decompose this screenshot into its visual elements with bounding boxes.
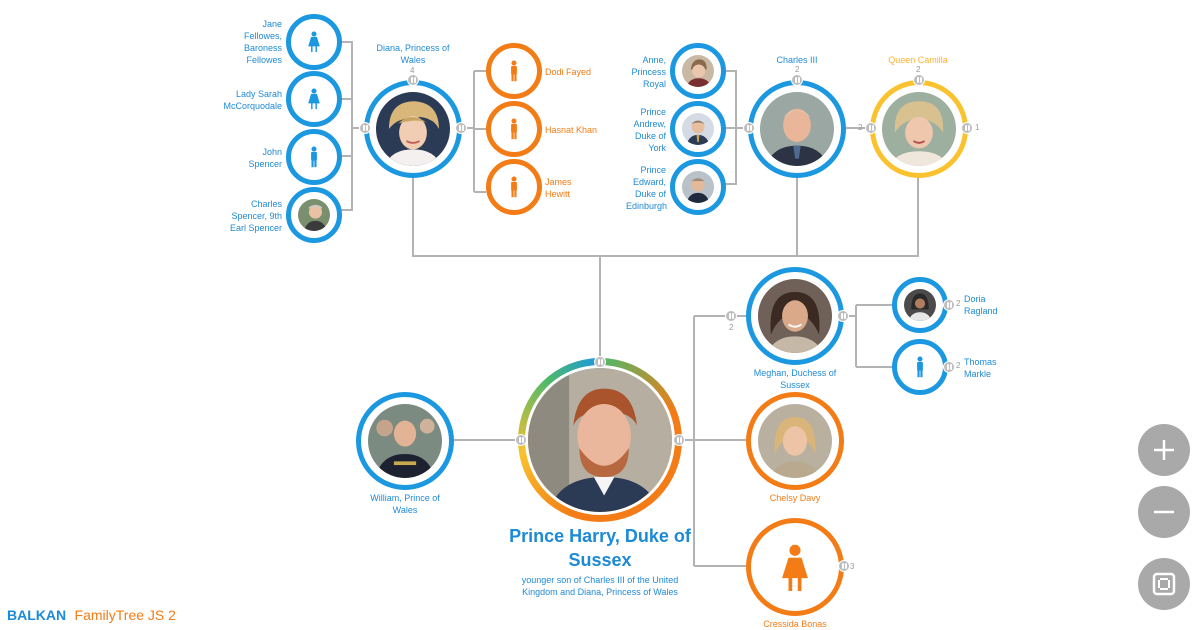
connector-pin[interactable]	[515, 434, 527, 446]
person-node-anne[interactable]	[670, 43, 726, 99]
person-name: Cressida Bonas	[763, 619, 827, 629]
main-person-name: Prince Harry, Duke of Sussex	[509, 526, 691, 570]
relation-count: 3	[850, 562, 855, 571]
connector-pin[interactable]	[725, 310, 737, 322]
person-node-charles[interactable]	[748, 80, 846, 178]
connector-pin[interactable]	[594, 356, 606, 368]
person-node-dodi[interactable]	[486, 43, 542, 99]
person-name: Prince Andrew, Duke of York	[633, 107, 666, 153]
person-node-andrew[interactable]	[670, 101, 726, 157]
person-name: Thomas Markle	[964, 357, 997, 379]
female-silhouette-icon	[308, 31, 320, 53]
connector-pin[interactable]	[913, 74, 925, 86]
relation-count: 2	[858, 123, 863, 132]
connector-pin[interactable]	[743, 122, 755, 134]
person-name: Hasnat Khan	[545, 125, 598, 135]
person-name: Meghan, Duchess of Sussex	[753, 368, 837, 390]
person-name: Lady Sarah McCorquodale	[223, 89, 282, 111]
person-name: Charles III	[776, 55, 818, 65]
person-name: Doria Ragland	[964, 294, 998, 316]
minus-icon	[1154, 510, 1174, 514]
charles-spencer-photo	[298, 199, 330, 231]
connector-pin[interactable]	[791, 74, 803, 86]
person-node-james[interactable]	[486, 159, 542, 215]
relation-count: 2	[795, 65, 800, 74]
person-node-diana[interactable]	[364, 80, 462, 178]
person-name: Anne, Princess Royal	[631, 55, 666, 89]
person-node-charles-spencer[interactable]	[286, 187, 342, 243]
relation-count: 2	[916, 65, 921, 74]
connector-pin[interactable]	[961, 122, 973, 134]
person-name: Charles Spencer, 9th Earl Spencer	[229, 199, 282, 233]
connector-pin[interactable]	[455, 122, 467, 134]
person-node-cressida[interactable]	[746, 518, 844, 616]
person-node-doria[interactable]	[892, 277, 948, 333]
male-silhouette-icon	[917, 356, 923, 378]
brand-logo: BALKAN FamilyTree JS 2	[7, 606, 176, 625]
connector-pin[interactable]	[359, 122, 371, 134]
person-node-hasnat[interactable]	[486, 101, 542, 157]
chelsy-photo	[758, 404, 832, 478]
connector-pin[interactable]	[865, 122, 877, 134]
person-node-edward[interactable]	[670, 159, 726, 215]
person-node-harry[interactable]	[518, 358, 682, 522]
person-name: Jane Fellowes, Baroness Fellowes	[243, 19, 282, 65]
zoom-in-button[interactable]	[1138, 424, 1190, 476]
person-name: William, Prince of Wales	[370, 493, 440, 515]
connector-pin[interactable]	[837, 310, 849, 322]
person-name: Prince Edward, Duke of Edinburgh	[626, 165, 668, 211]
male-silhouette-icon	[511, 60, 517, 82]
charles-photo	[760, 92, 834, 166]
connector-pin[interactable]	[407, 74, 419, 86]
plus-icon	[1154, 440, 1174, 460]
person-node-william[interactable]	[356, 392, 454, 490]
doria-photo	[904, 289, 936, 321]
person-node-thomas[interactable]	[892, 339, 948, 395]
diana-photo	[376, 92, 450, 166]
person-node-meghan[interactable]	[746, 267, 844, 365]
relation-count: 2	[956, 361, 961, 370]
person-node-camilla[interactable]	[870, 80, 968, 178]
person-node-lady-sarah[interactable]	[286, 71, 342, 127]
anne-photo	[682, 55, 714, 87]
brand-product: FamilyTree JS 2	[74, 607, 176, 623]
relation-count: 4	[410, 66, 415, 75]
meghan-photo	[758, 279, 832, 353]
fit-screen-button[interactable]	[1138, 558, 1190, 610]
relation-count: 1	[975, 123, 980, 132]
person-name: Diana, Princess of Wales	[376, 43, 450, 65]
person-node-john[interactable]	[286, 129, 342, 185]
main-person-description: younger son of Charles III of the United…	[521, 575, 679, 597]
relation-count: 2	[729, 323, 734, 332]
edward-photo	[682, 171, 714, 203]
male-silhouette-icon	[511, 118, 517, 140]
camilla-photo	[882, 92, 956, 166]
male-silhouette-icon	[311, 146, 317, 168]
william-photo	[368, 404, 442, 478]
brand-name: BALKAN	[7, 607, 67, 623]
connector-pin[interactable]	[943, 361, 955, 373]
person-name: Queen Camilla	[888, 55, 948, 65]
connector-pin[interactable]	[943, 299, 955, 311]
person-node-chelsy[interactable]	[746, 392, 844, 490]
female-silhouette-icon	[782, 544, 808, 592]
person-name: John Spencer	[248, 147, 282, 169]
person-name: James Hewitt	[545, 177, 572, 199]
person-name: Dodi Fayed	[545, 67, 592, 77]
andrew-photo	[682, 113, 714, 145]
relation-count: 2	[956, 299, 961, 308]
harry-photo	[528, 368, 672, 512]
female-silhouette-icon	[308, 88, 320, 110]
connector-pin[interactable]	[673, 434, 685, 446]
zoom-out-button[interactable]	[1138, 486, 1190, 538]
connector-pin[interactable]	[838, 560, 850, 572]
male-silhouette-icon	[511, 176, 517, 198]
fit-screen-icon	[1152, 572, 1176, 596]
person-name: Chelsy Davy	[769, 493, 821, 503]
person-node-jane[interactable]	[286, 14, 342, 70]
